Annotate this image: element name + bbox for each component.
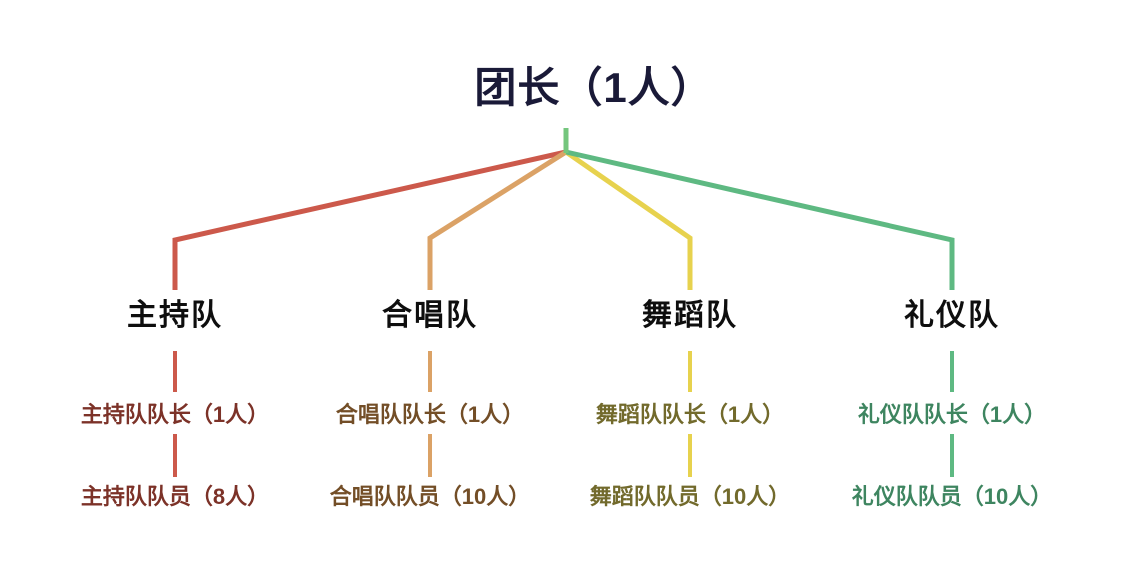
leader-label-etiquette: 礼仪队队长（1人）	[857, 402, 1047, 427]
branch-name-etiquette: 礼仪队	[904, 299, 1000, 332]
leader-label-choir: 合唱队队长（1人）	[335, 402, 525, 427]
branch-connector-hosting	[172, 149, 567, 290]
branch-connector-choir	[427, 149, 568, 290]
branch-name-choir: 合唱队	[382, 299, 478, 332]
branch-connector-etiquette	[565, 149, 955, 290]
leader-label-hosting: 主持队队长（1人）	[80, 402, 270, 427]
leader-label-dance: 舞蹈队队长（1人）	[595, 402, 785, 427]
members-label-choir: 合唱队队员（10人）	[329, 484, 531, 509]
members-label-dance: 舞蹈队队员（10人）	[589, 484, 791, 509]
root-node-title: 团长（1人）	[474, 64, 714, 111]
branch-name-dance: 舞蹈队	[642, 299, 738, 332]
members-label-hosting: 主持队队员（8人）	[80, 484, 270, 509]
members-label-etiquette: 礼仪队队员（10人）	[851, 484, 1053, 509]
branch-connector-dance	[564, 149, 693, 290]
branch-name-hosting: 主持队	[127, 299, 223, 332]
